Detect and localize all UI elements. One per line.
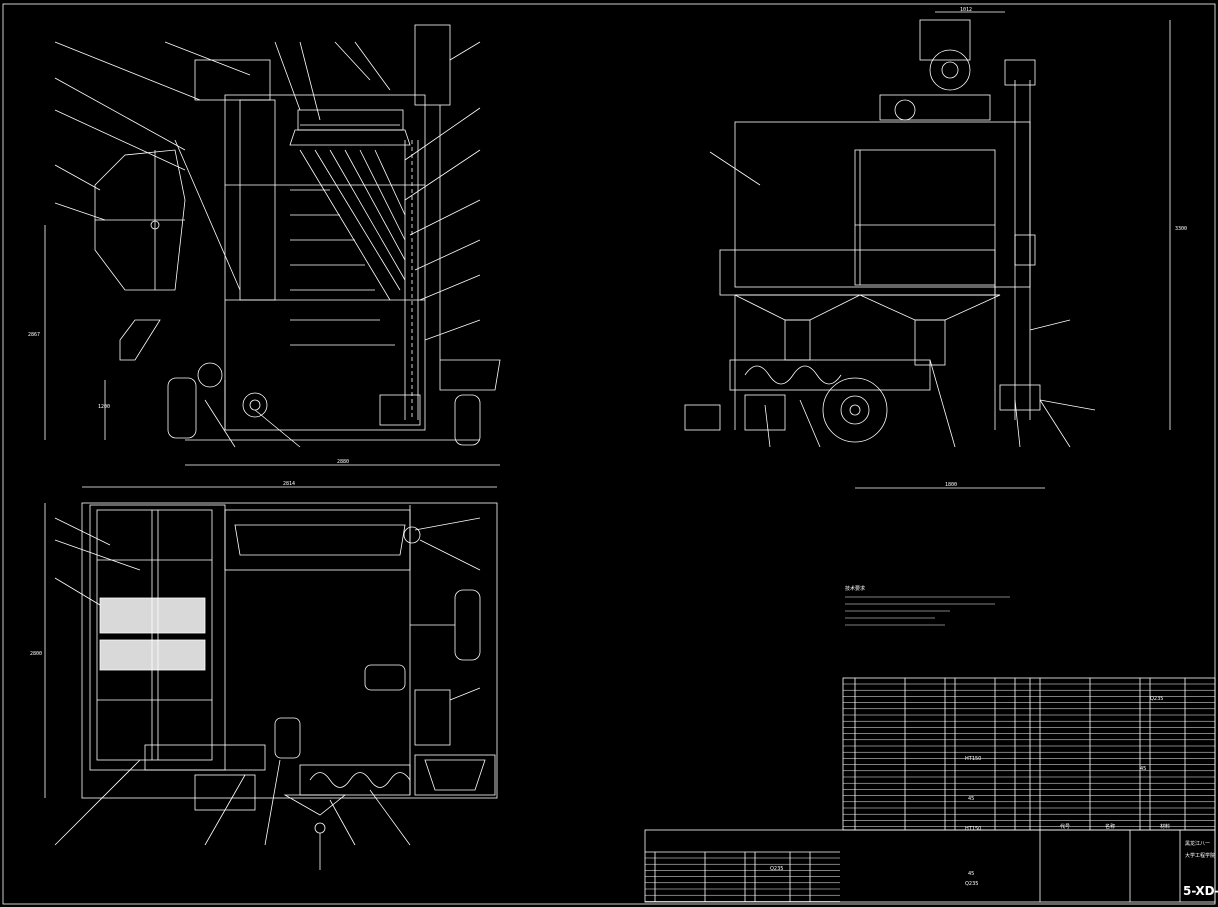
plan-dim-width: 2814 [283, 481, 295, 487]
col-header-material: 材料 [1160, 823, 1170, 830]
sheet-border [2, 3, 1216, 905]
front-dim-height: 2867 [28, 332, 40, 338]
front-dim-width: 2880 [337, 459, 349, 465]
front-view [44, 24, 501, 466]
drawing-number: 5-XD-2.0 [1183, 884, 1218, 898]
parts-list [644, 677, 1216, 903]
side-dim-wheel: 1800 [945, 482, 957, 488]
material-3: 45 [968, 796, 974, 802]
notes-heading: 技术要求 [845, 585, 865, 592]
school-name: 大学工程学院 [1185, 852, 1215, 859]
plan-view [44, 486, 498, 870]
material-4: HT150 [965, 826, 981, 832]
side-view [684, 11, 1171, 489]
plan-dim-height: 2800 [30, 651, 42, 657]
side-dim-height: 3300 [1175, 226, 1187, 232]
material-8: 45 [1140, 766, 1146, 772]
material-2: HT150 [965, 756, 981, 762]
material-7: Q235 [965, 881, 978, 887]
material-5: Q235 [770, 866, 783, 872]
material-6: 45 [968, 871, 974, 877]
col-header-name: 名称 [1105, 823, 1115, 830]
company-name: 黑龙江八一 [1185, 840, 1210, 847]
side-dim-top: 1012 [960, 7, 972, 13]
col-header-code: 代号 [1060, 823, 1070, 830]
front-dim-base: 1200 [98, 404, 110, 410]
material-1: Q235 [1150, 696, 1163, 702]
